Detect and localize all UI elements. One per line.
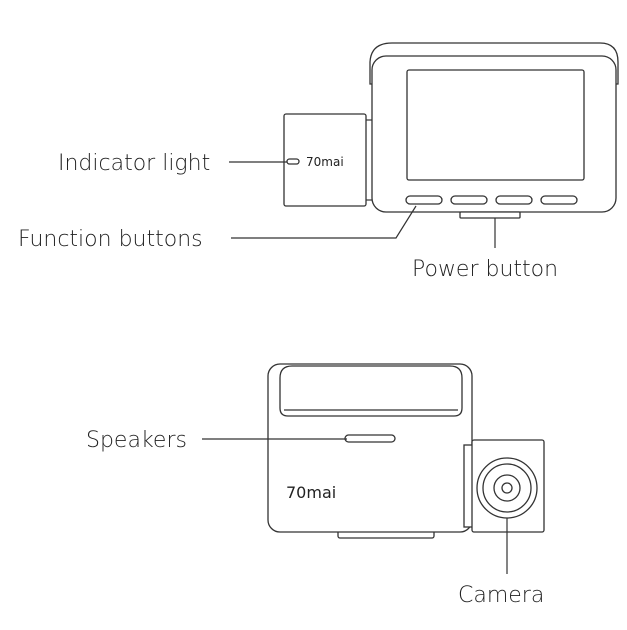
camera-lens-ring — [482, 463, 532, 513]
dashcam-front-view: 70mai — [267, 363, 545, 539]
front-mount — [279, 365, 463, 417]
function-button-3 — [495, 195, 533, 205]
indicator-light-slot — [286, 158, 300, 165]
function-button-1 — [405, 195, 443, 205]
function-button-2 — [450, 195, 488, 205]
side-module — [283, 113, 367, 207]
camera-lens-mid — [493, 474, 521, 502]
screen — [406, 69, 585, 181]
dashcam-rear-view: 70mai — [283, 42, 619, 219]
label-speakers: Speakers — [86, 428, 187, 453]
brand-logo-bottom: 70mai — [286, 483, 336, 502]
power-button — [459, 211, 521, 219]
function-buttons-leader — [231, 205, 417, 239]
function-button-4 — [540, 195, 578, 205]
camera-lens-outer — [476, 457, 538, 519]
camera-lens-inner — [501, 482, 513, 494]
label-power-button: Power button — [412, 257, 558, 282]
label-function-buttons: Function buttons — [18, 227, 203, 252]
brand-logo-top: 70mai — [306, 155, 344, 169]
label-indicator-light: Indicator light — [58, 151, 210, 176]
label-camera: Camera — [458, 583, 544, 608]
speaker-grille — [344, 434, 396, 443]
